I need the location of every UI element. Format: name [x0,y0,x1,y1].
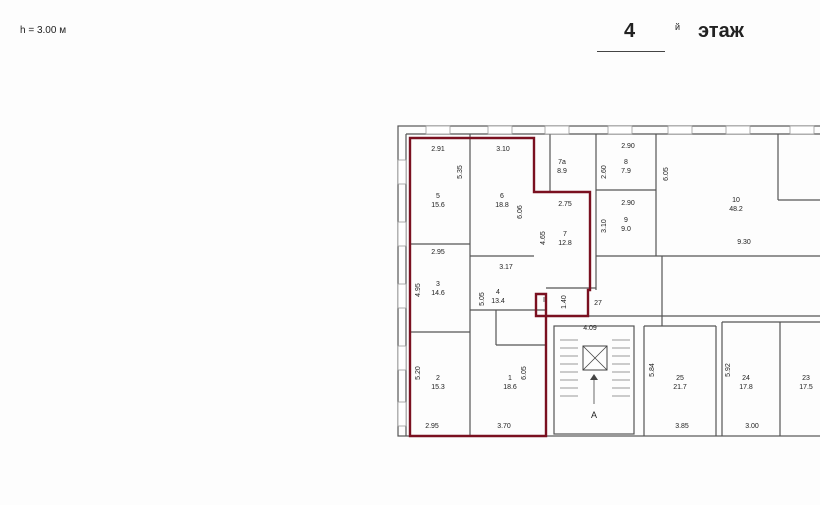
stair-flights [560,339,630,397]
dimension-label: 2.60 [601,165,608,179]
room-27-number: 27 [594,300,602,307]
dimension-label: 5.20 [415,366,422,380]
windows [397,125,815,427]
room-9-number: 9 [624,217,628,224]
room-8-number: 8 [624,159,628,166]
floor-number: 4 [624,20,636,42]
stairwell [553,325,635,435]
room-24-area: 17.8 [739,384,753,391]
dimension-label: 3.10 [496,146,510,153]
dimension-label: 2.95 [425,423,439,430]
room-8-area: 7.9 [621,168,631,175]
height-note: h = 3.00 м [20,25,67,36]
dimension-label: 6.05 [521,366,528,380]
dimension-label: 4.95 [415,283,422,297]
dimension-label: 1.40 [561,295,568,309]
dimension-label: 3.17 [499,264,513,271]
floor-word: этаж [698,20,744,42]
room-7a-number: 7a [558,159,566,166]
room-1-number: 1 [508,375,512,382]
room-4-number: 4 [496,289,500,296]
dimension-label: 3.00 [745,423,759,430]
room-7-number: 7 [563,231,567,238]
room-6-area: 18.8 [495,202,509,209]
dimension-label: 6.06 [517,205,524,219]
floor-suffix: й [675,22,681,32]
dimension-label: 3.10 [601,219,608,233]
dimension-label: 5.05 [479,292,486,306]
room-23-area: 17.5 [799,384,813,391]
dimension-label: 2.91 [431,146,445,153]
elevator-cross [582,345,608,371]
dimension-label: 2.90 [621,200,635,207]
room-2-number: 2 [436,375,440,382]
corridor-mark: I [543,297,545,304]
dimension-label: 4.09 [583,325,597,332]
room-5-area: 15.6 [431,202,445,209]
dimension-label: 3.85 [675,423,689,430]
room-10-number: 10 [732,197,740,204]
stair-label: A [591,410,597,420]
room-7a-area: 8.9 [557,168,567,175]
room-9-area: 9.0 [621,226,631,233]
dimension-label: 5.35 [457,165,464,179]
room-1-area: 18.6 [503,384,517,391]
dimension-label: 9.30 [737,239,751,246]
room-25-area: 21.7 [673,384,687,391]
room-2-area: 15.3 [431,384,445,391]
room-10-area: 48.2 [729,206,743,213]
room-6-number: 6 [500,193,504,200]
dimension-label: 3.70 [497,423,511,430]
room-23-number: 23 [802,375,810,382]
room-3-number: 3 [436,281,440,288]
room-4-area: 13.4 [491,298,505,305]
dimension-label: 2.90 [621,143,635,150]
rental-area-outline [408,136,592,438]
room-7-area: 12.8 [558,240,572,247]
room-5-number: 5 [436,193,440,200]
dimension-label: 5.92 [725,363,732,377]
dimension-label: 2.75 [558,201,572,208]
dimension-label: 4.65 [540,231,547,245]
arrow-icon [590,374,598,380]
room-25-number: 25 [676,375,684,382]
elevator-shaft [582,345,608,371]
dimension-label: 2.95 [431,249,445,256]
dimension-label: 5.84 [649,363,656,377]
dimension-label: 6.05 [663,167,670,181]
room-3-area: 14.6 [431,290,445,297]
room-24-number: 24 [742,375,750,382]
floor-underline [597,51,665,52]
